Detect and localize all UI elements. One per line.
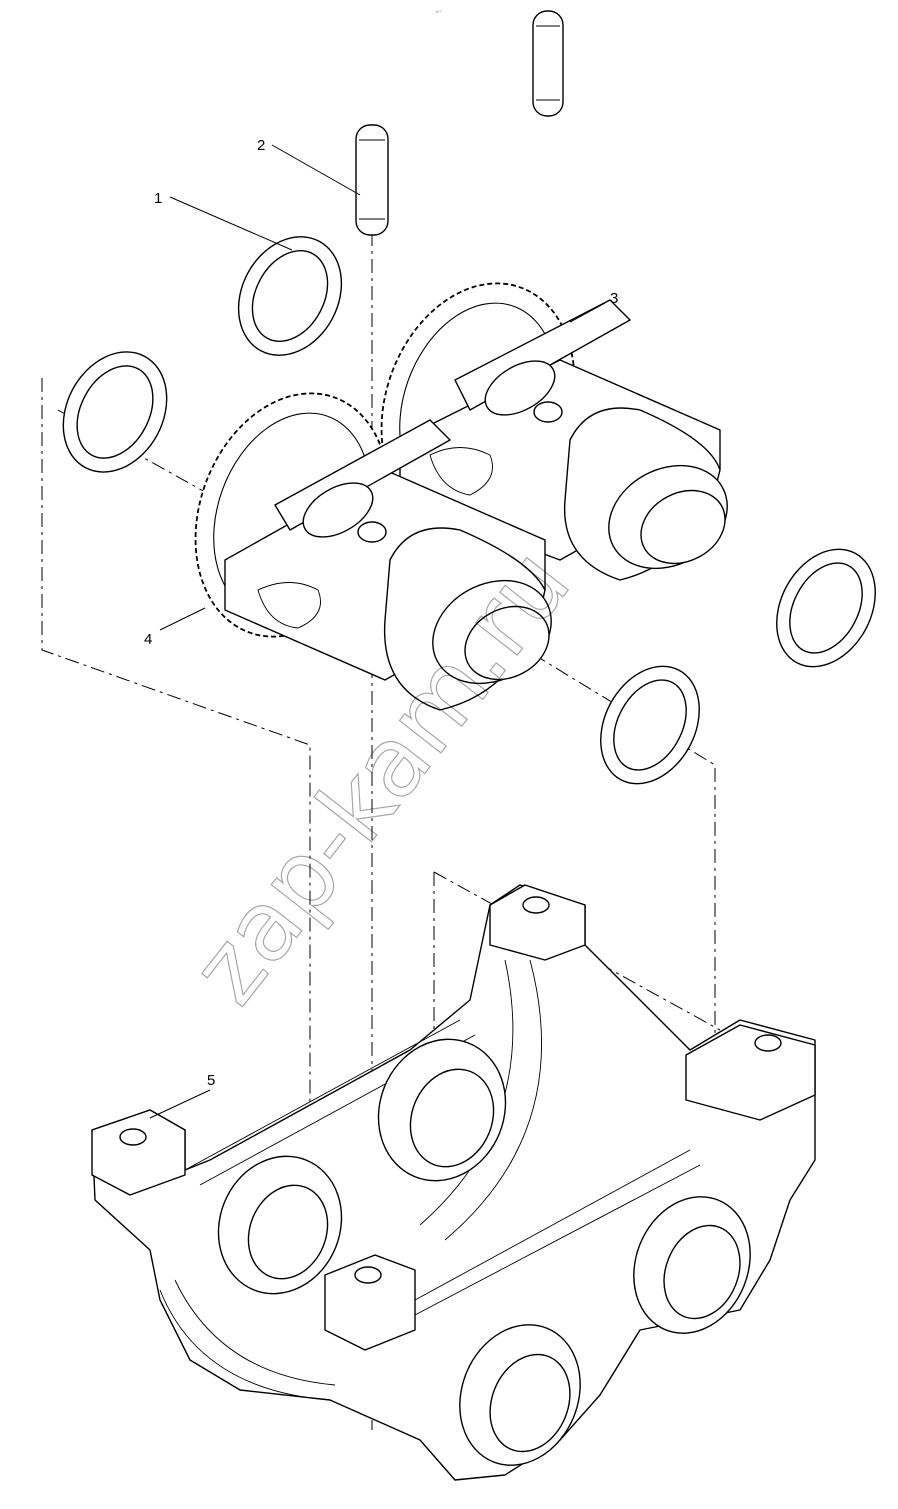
washer-right-upper bbox=[776, 548, 876, 668]
washer-item-1 bbox=[237, 236, 343, 356]
housing-item-5 bbox=[91, 884, 816, 1481]
pin-upper bbox=[532, 10, 564, 117]
washer-left bbox=[62, 351, 168, 473]
callout-1: 1 bbox=[154, 190, 162, 207]
callout-4: 4 bbox=[144, 631, 152, 648]
washer-right-lower bbox=[600, 665, 700, 785]
gear-shaft-item-4 bbox=[194, 392, 552, 711]
pin-item-2 bbox=[355, 124, 389, 236]
callout-5: 5 bbox=[207, 1072, 215, 1089]
callout-2: 2 bbox=[257, 137, 265, 154]
callouts: 1 2 3 4 5 bbox=[144, 137, 618, 1119]
callout-3: 3 bbox=[610, 290, 618, 307]
gear-shaft-item-3 bbox=[380, 282, 728, 581]
corner-mark: „.. bbox=[436, 8, 442, 14]
